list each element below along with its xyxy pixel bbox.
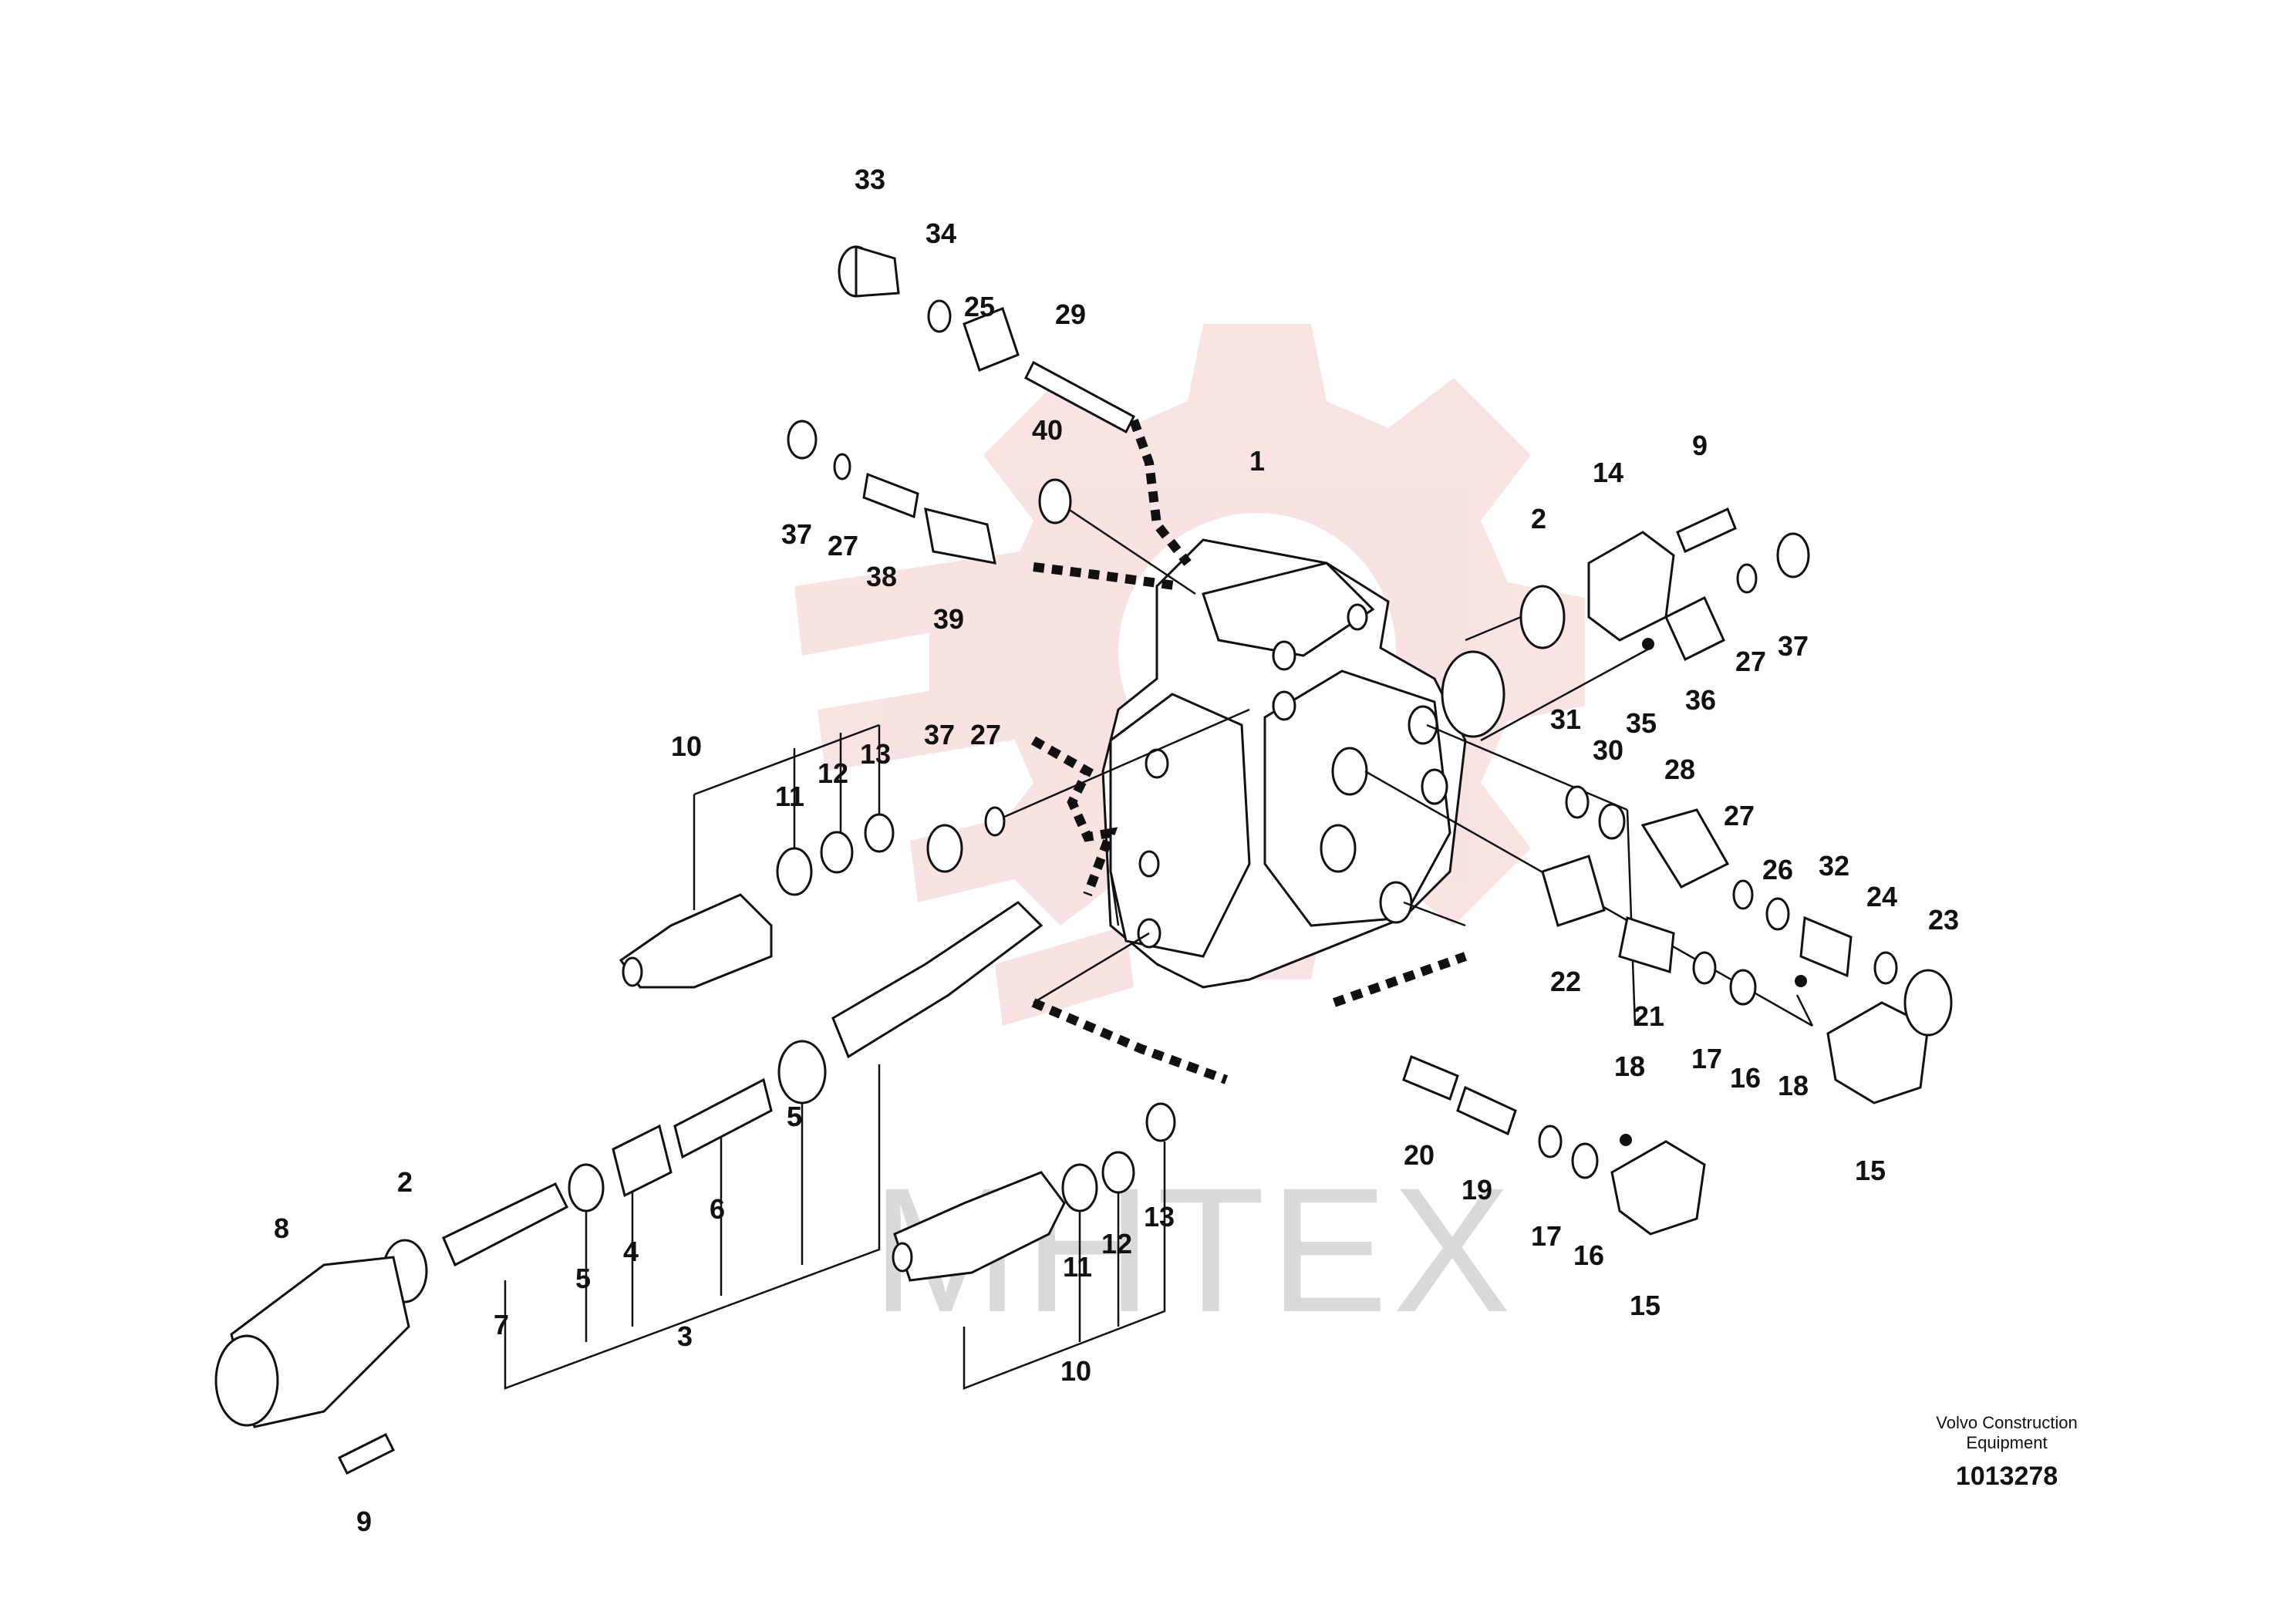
callout-label: 27: [970, 719, 1001, 750]
callout-label: 1: [1249, 445, 1265, 477]
callout-label: 38: [866, 561, 897, 592]
callout-label: 37: [924, 719, 955, 750]
callout-label: 10: [671, 730, 702, 762]
dot-markers: [1620, 638, 1807, 1146]
callout-label: 14: [1593, 457, 1623, 488]
credit-line-1: Volvo Construction: [1936, 1413, 2077, 1432]
components: [214, 244, 1953, 1475]
callout-label: 27: [1735, 646, 1766, 677]
callout-label: 32: [1819, 850, 1849, 882]
valve-body: [1101, 538, 1505, 989]
callout-label: 13: [860, 738, 891, 770]
callout-label: 18: [1614, 1050, 1645, 1082]
credit-line-2: Equipment: [1966, 1433, 2047, 1452]
callout-label: 10: [1060, 1355, 1091, 1387]
document-number: 1013278: [1956, 1462, 2058, 1491]
callout-label: 11: [775, 781, 804, 812]
callout-labels: 1 2 2 3 4 5 5 5 6 7 8 9 9 10 10 11 11 12…: [274, 164, 1959, 1537]
callout-label: 4: [623, 1236, 639, 1267]
callout-label: 5: [787, 1101, 802, 1132]
callout-label: 11: [1063, 1251, 1092, 1283]
callout-label: 25: [964, 291, 995, 322]
callout-label: 16: [1730, 1062, 1761, 1094]
callout-label: 39: [933, 603, 964, 635]
callout-label: 16: [1573, 1239, 1604, 1271]
callout-label: 34: [925, 218, 956, 249]
callout-label: 37: [781, 518, 812, 550]
callout-label: 13: [1144, 1201, 1175, 1233]
callout-label: 22: [1550, 966, 1581, 997]
callout-label: 19: [1462, 1174, 1492, 1206]
callout-label: 35: [1626, 707, 1657, 739]
callout-label: 21: [1633, 1000, 1664, 1032]
callout-label: 9: [356, 1506, 372, 1537]
callout-label: 5: [575, 1263, 591, 1294]
credit-block: Volvo Construction Equipment 1013278: [1936, 1413, 2077, 1491]
callout-label: 36: [1685, 684, 1716, 716]
callout-label: 40: [1032, 414, 1063, 446]
callout-label: 33: [855, 164, 885, 195]
callout-label: 27: [828, 530, 858, 561]
callout-label: 15: [1630, 1290, 1660, 1321]
leader-lines: [504, 500, 1814, 1390]
callout-label: 17: [1691, 1043, 1722, 1074]
callout-label: 7: [494, 1309, 509, 1340]
callout-label: 6: [710, 1193, 725, 1225]
callout-label: 9: [1692, 430, 1708, 461]
callout-label: 29: [1055, 298, 1086, 330]
callout-label: 15: [1855, 1155, 1886, 1186]
callout-label: 2: [1531, 503, 1546, 534]
routing-lines: [1031, 418, 1467, 1084]
callout-label: 20: [1404, 1139, 1435, 1171]
callout-label: 31: [1550, 703, 1581, 735]
callout-label: 28: [1664, 754, 1695, 785]
callout-label: 18: [1778, 1070, 1809, 1101]
callout-label: 12: [818, 757, 848, 789]
callout-label: 8: [274, 1212, 289, 1244]
callout-label: 5: [787, 1101, 802, 1132]
callout-label: 3: [677, 1320, 693, 1352]
callout-label: 27: [1724, 800, 1755, 831]
callout-label: 18: [1614, 1050, 1645, 1082]
callout-label: 23: [1928, 904, 1959, 936]
callout-label: 37: [1778, 630, 1809, 662]
callout-label: 12: [1101, 1228, 1132, 1259]
callout-label: 30: [1593, 734, 1623, 766]
callout-label: 2: [397, 1166, 413, 1198]
callout-label: 26: [1762, 854, 1793, 885]
callout-label: 17: [1531, 1220, 1562, 1252]
callout-label: 24: [1866, 881, 1897, 912]
